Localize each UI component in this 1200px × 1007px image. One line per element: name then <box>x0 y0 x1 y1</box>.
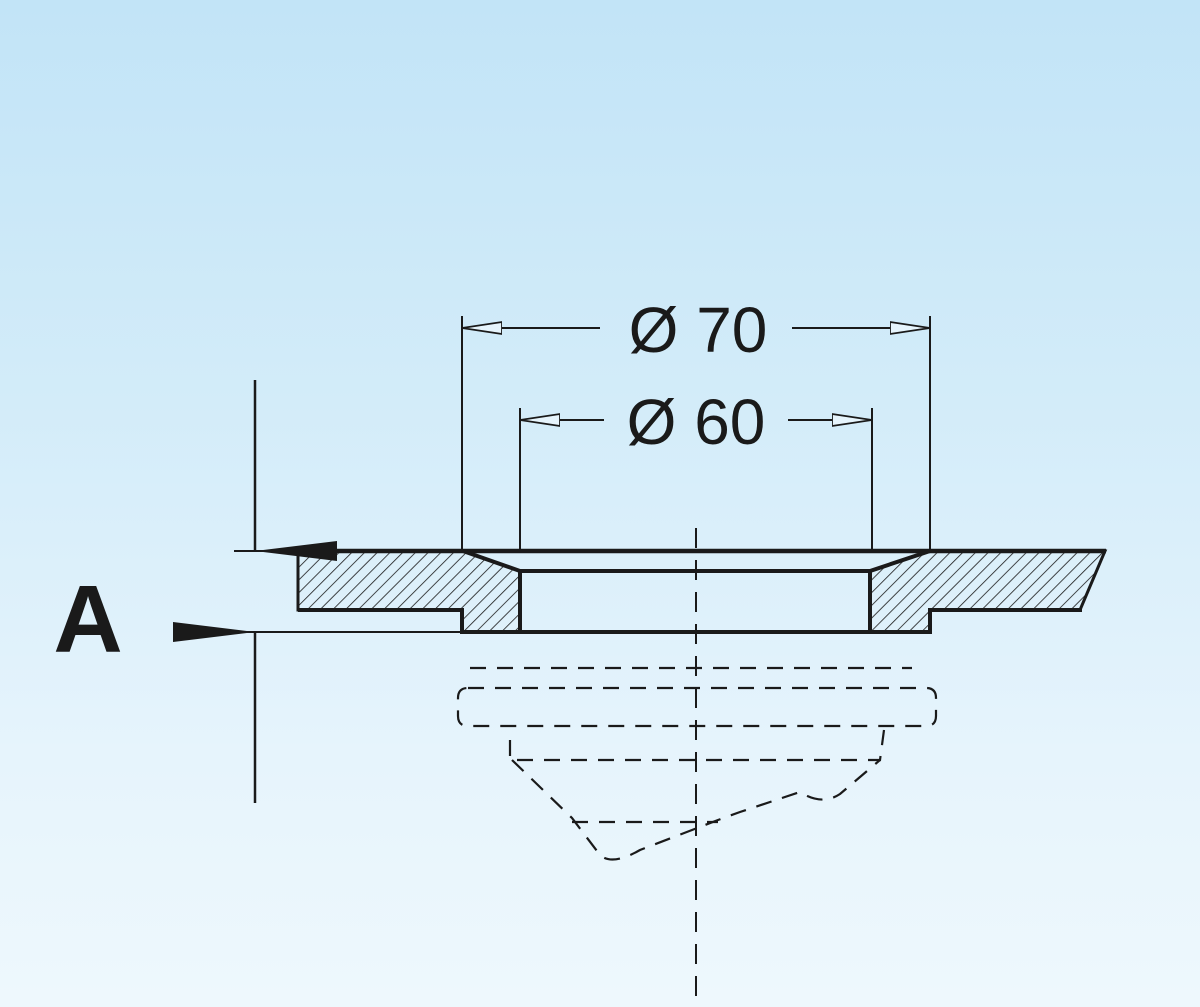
outer-diameter-label: Ø 70 <box>629 294 768 366</box>
diameter-70-dimension: Ø 70 <box>461 294 931 551</box>
diameter-60-dimension: Ø 60 <box>519 386 873 551</box>
thickness-label: A <box>53 566 122 673</box>
left-hatched-section <box>296 549 522 634</box>
thickness-dimension: A <box>53 380 462 803</box>
countertop-section <box>296 548 1108 634</box>
right-hatched-section <box>868 549 1108 634</box>
inner-diameter-label: Ø 60 <box>627 386 766 458</box>
hidden-funnel-outline <box>511 759 881 861</box>
left-underside-line <box>298 608 520 634</box>
hidden-flange-outline <box>456 686 938 728</box>
right-underside-line <box>870 608 1082 634</box>
